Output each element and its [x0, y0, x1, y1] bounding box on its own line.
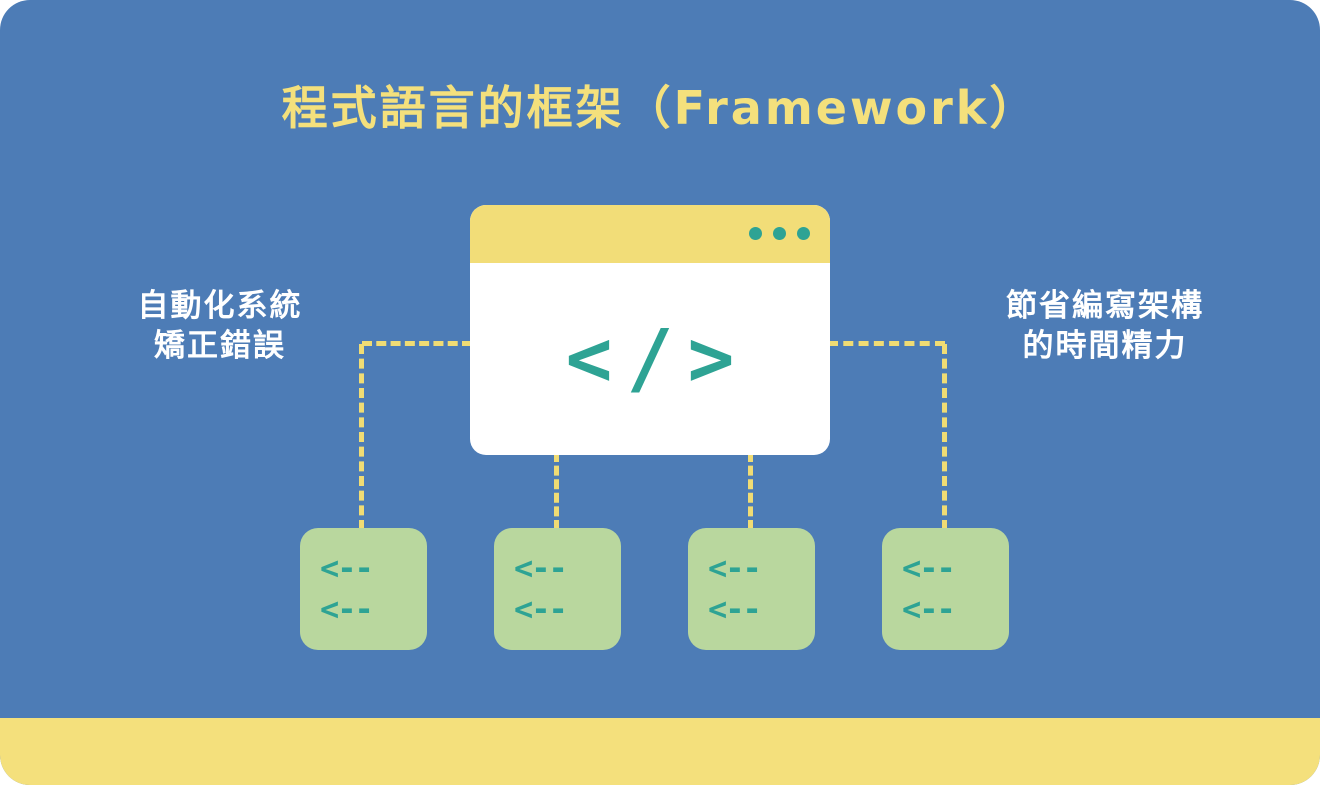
- right-annotation-line2: 的時間精力: [1022, 328, 1188, 365]
- window-dot-icon: [773, 227, 786, 240]
- code-box: <-- <--: [300, 528, 427, 650]
- left-annotation: 自動化系統 矯正錯誤: [80, 286, 360, 367]
- arrow-left-icon: <--: [320, 590, 374, 628]
- code-box: <-- <--: [494, 528, 621, 650]
- page-title: 程式語言的框架（Framework）: [281, 81, 1039, 135]
- arrow-left-icon: <--: [514, 548, 568, 587]
- connector-right-vertical: [942, 344, 947, 530]
- arrow-left-icon: <--: [708, 548, 762, 587]
- arrow-left-icon: <--: [320, 548, 374, 587]
- code-box: <-- <--: [688, 528, 815, 650]
- window-dot-icon: [797, 227, 810, 240]
- connector-middle-right-vertical: [748, 452, 753, 530]
- window-dot-icon: [749, 227, 762, 240]
- browser-title-bar: [470, 205, 830, 263]
- left-annotation-line1: 自動化系統: [137, 288, 303, 324]
- connector-right-horizontal: [828, 341, 945, 346]
- connector-left-horizontal: [362, 341, 472, 346]
- arrow-left-icon: <--: [708, 590, 762, 628]
- window-dots: [749, 227, 810, 240]
- bottom-accent-bar: [0, 718, 1320, 785]
- arrow-left-icon: <--: [514, 590, 568, 628]
- browser-window-graphic: </>: [470, 205, 830, 455]
- browser-body: </>: [470, 263, 830, 455]
- right-annotation: 節省編寫架構 的時間精力: [965, 286, 1245, 367]
- code-icon: </>: [565, 314, 749, 404]
- arrow-left-icon: <--: [902, 590, 956, 628]
- connector-left-vertical: [359, 344, 364, 530]
- right-annotation-line1: 節省編寫架構: [1006, 288, 1204, 324]
- left-annotation-line2: 矯正錯誤: [154, 328, 286, 365]
- connector-middle-left-vertical: [554, 452, 559, 530]
- code-box: <-- <--: [882, 528, 1009, 650]
- arrow-left-icon: <--: [902, 548, 956, 587]
